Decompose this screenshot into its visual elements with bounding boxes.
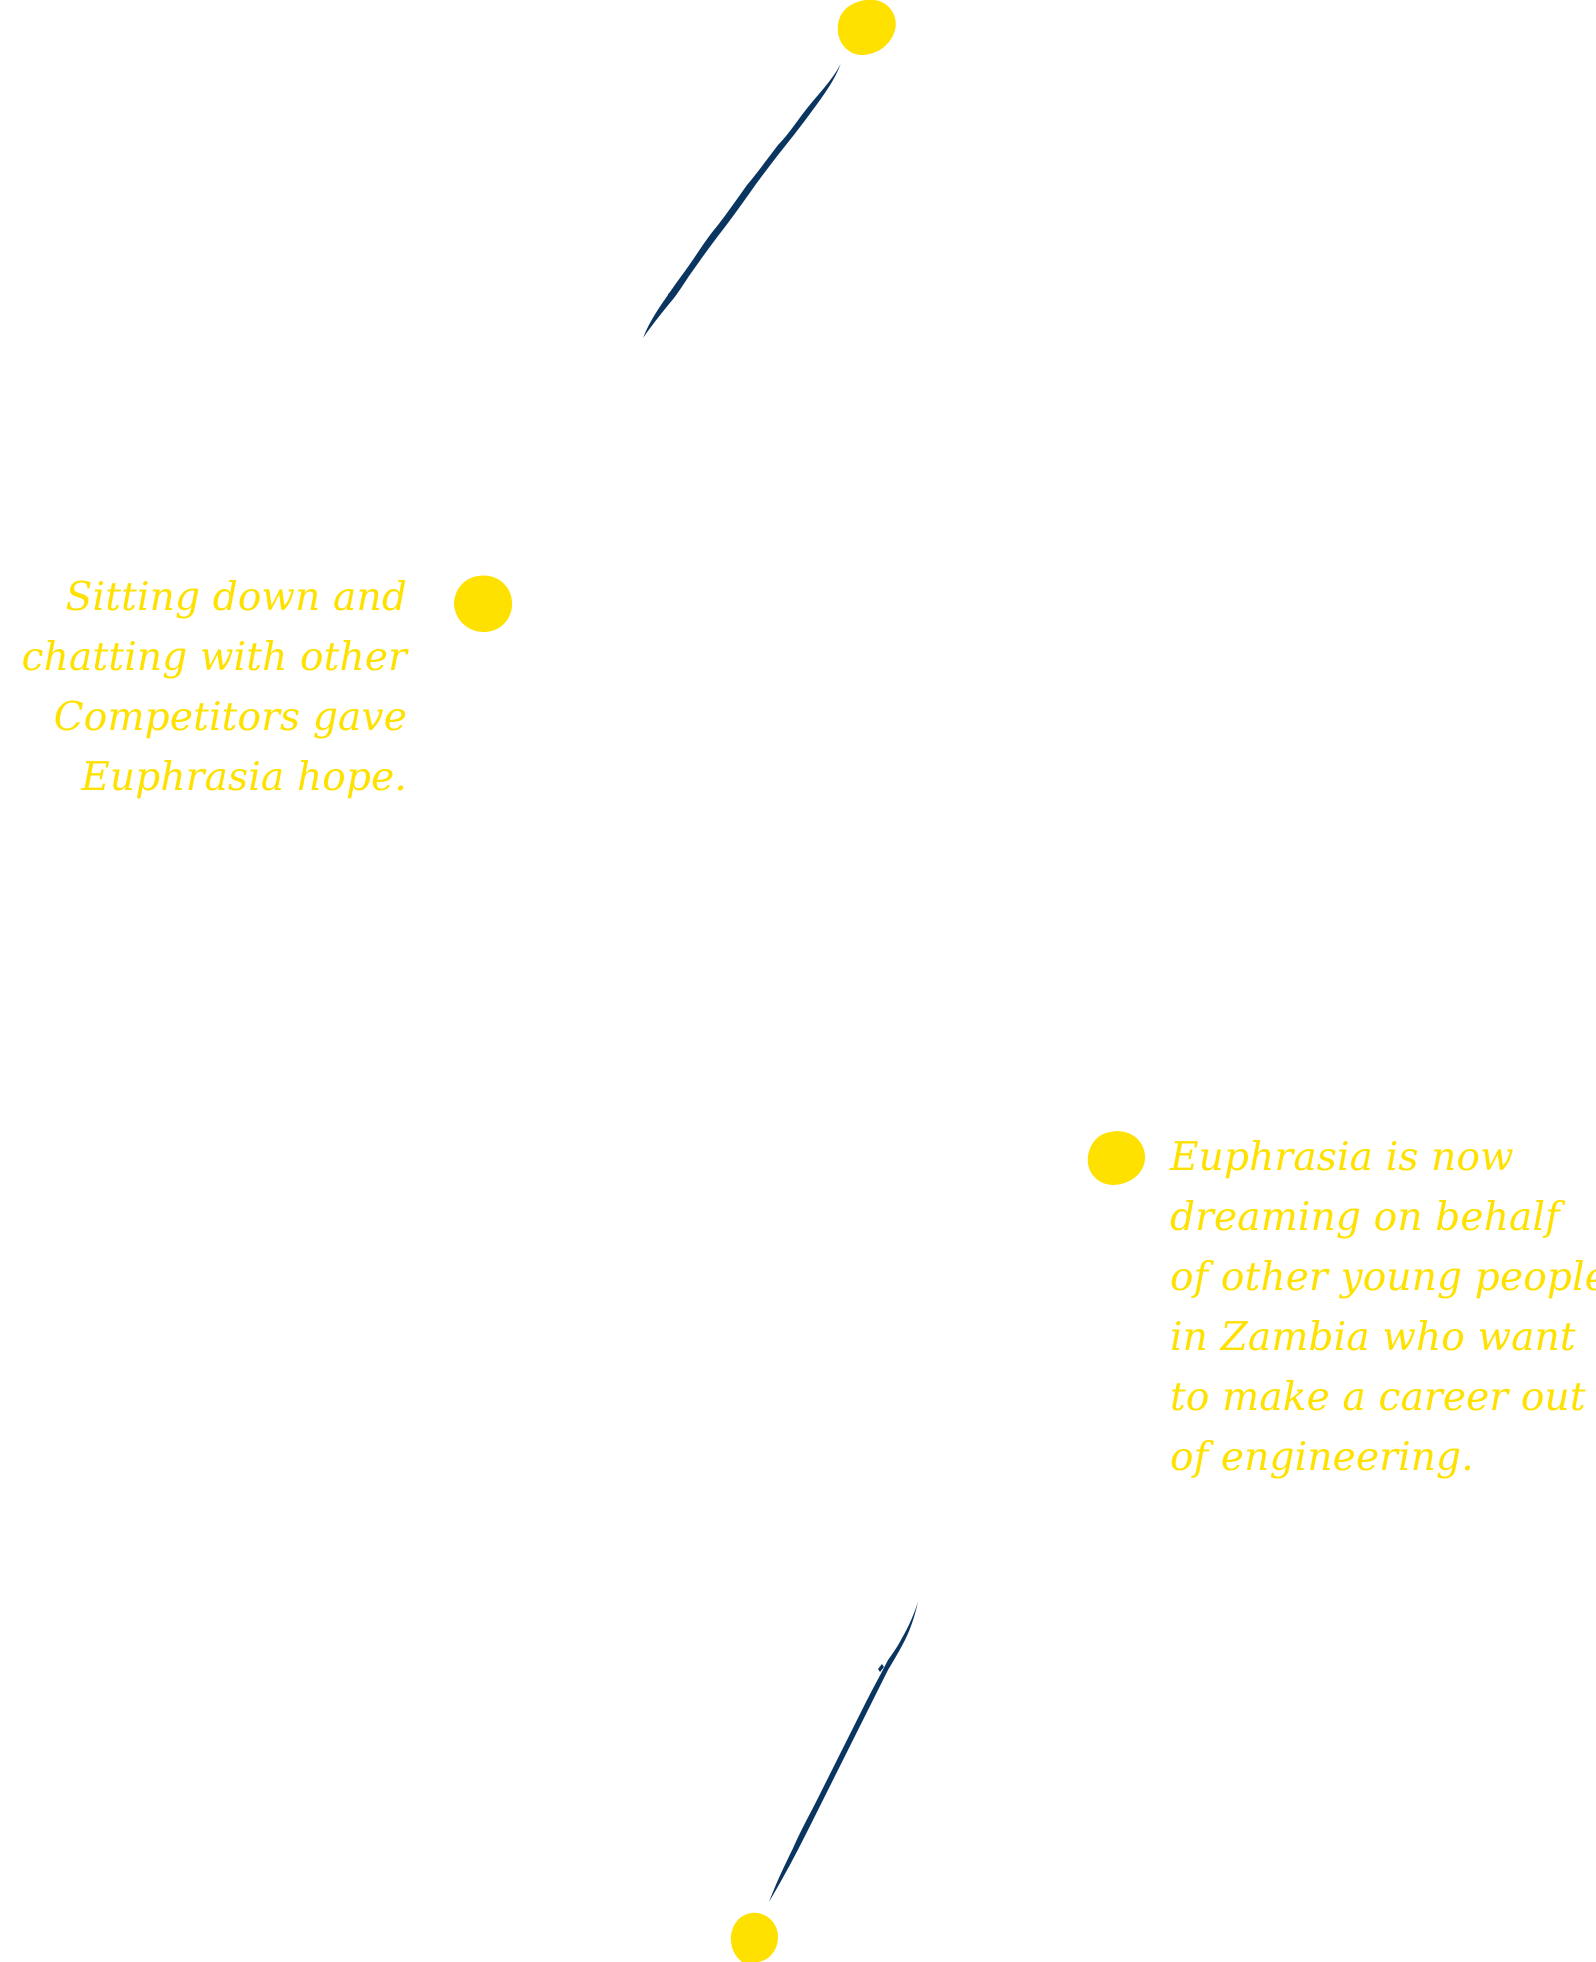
yellow-dot-bottom: [730, 1912, 778, 1962]
brush-stroke-top-fleck: [668, 291, 674, 299]
caption-line: of engineering.: [1170, 1435, 1474, 1480]
caption-dreaming-engineering: Euphrasia is now dreaming on behalf of o…: [1170, 1128, 1596, 1488]
caption-line: chatting with other: [21, 635, 407, 680]
caption-line: dreaming on behalf: [1170, 1195, 1560, 1240]
caption-line: of other young people: [1170, 1255, 1596, 1300]
brush-stroke-top: [643, 63, 841, 338]
caption-line: in Zambia who want: [1170, 1315, 1576, 1360]
caption-line: Euphrasia is now: [1170, 1135, 1514, 1180]
yellow-dot-left: [454, 575, 513, 633]
caption-line: to make a career out: [1170, 1375, 1586, 1420]
yellow-dot-top: [837, 0, 896, 55]
caption-competitors-hope: Sitting down and chatting with other Com…: [10, 568, 407, 808]
caption-line: Competitors gave: [53, 695, 407, 740]
brush-stroke-bottom: [769, 1602, 918, 1902]
yellow-dot-right: [1087, 1131, 1146, 1185]
brush-stroke-bottom-fleck: [878, 1664, 884, 1672]
caption-line: Sitting down and: [65, 575, 407, 620]
caption-line: Euphrasia hope.: [81, 755, 407, 800]
